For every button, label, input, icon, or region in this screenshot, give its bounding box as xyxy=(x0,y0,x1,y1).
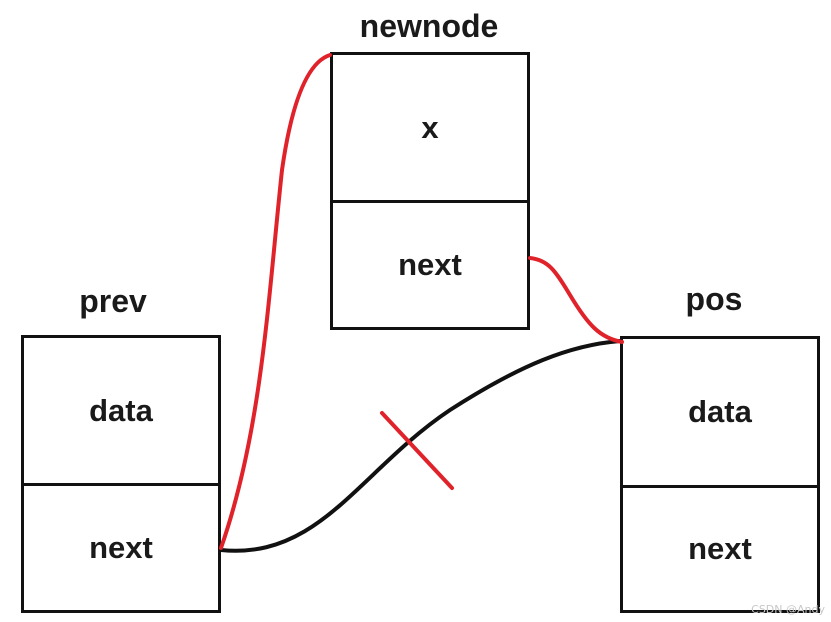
pos-next-field: next xyxy=(623,485,817,610)
newnode-label: newnode xyxy=(359,8,499,44)
newnode-data-field: x xyxy=(421,109,439,145)
cross-mark xyxy=(380,411,454,490)
newnode-next-field: next xyxy=(333,200,527,327)
pos-data-field: data xyxy=(688,394,752,429)
prev-next-field: next xyxy=(24,483,218,610)
new-link-prev-to-newnode xyxy=(219,53,332,550)
pos-box: data next xyxy=(620,336,820,613)
prev-data-field: data xyxy=(89,392,153,428)
watermark: CSDN @Andy xyxy=(751,603,825,616)
newnode-box: x next xyxy=(330,52,530,330)
pos-label: pos xyxy=(685,281,743,317)
new-link-newnode-to-pos xyxy=(528,256,624,344)
old-link-prev-to-pos xyxy=(219,339,622,553)
prev-box: data next xyxy=(21,335,221,613)
prev-label: prev xyxy=(79,283,147,319)
